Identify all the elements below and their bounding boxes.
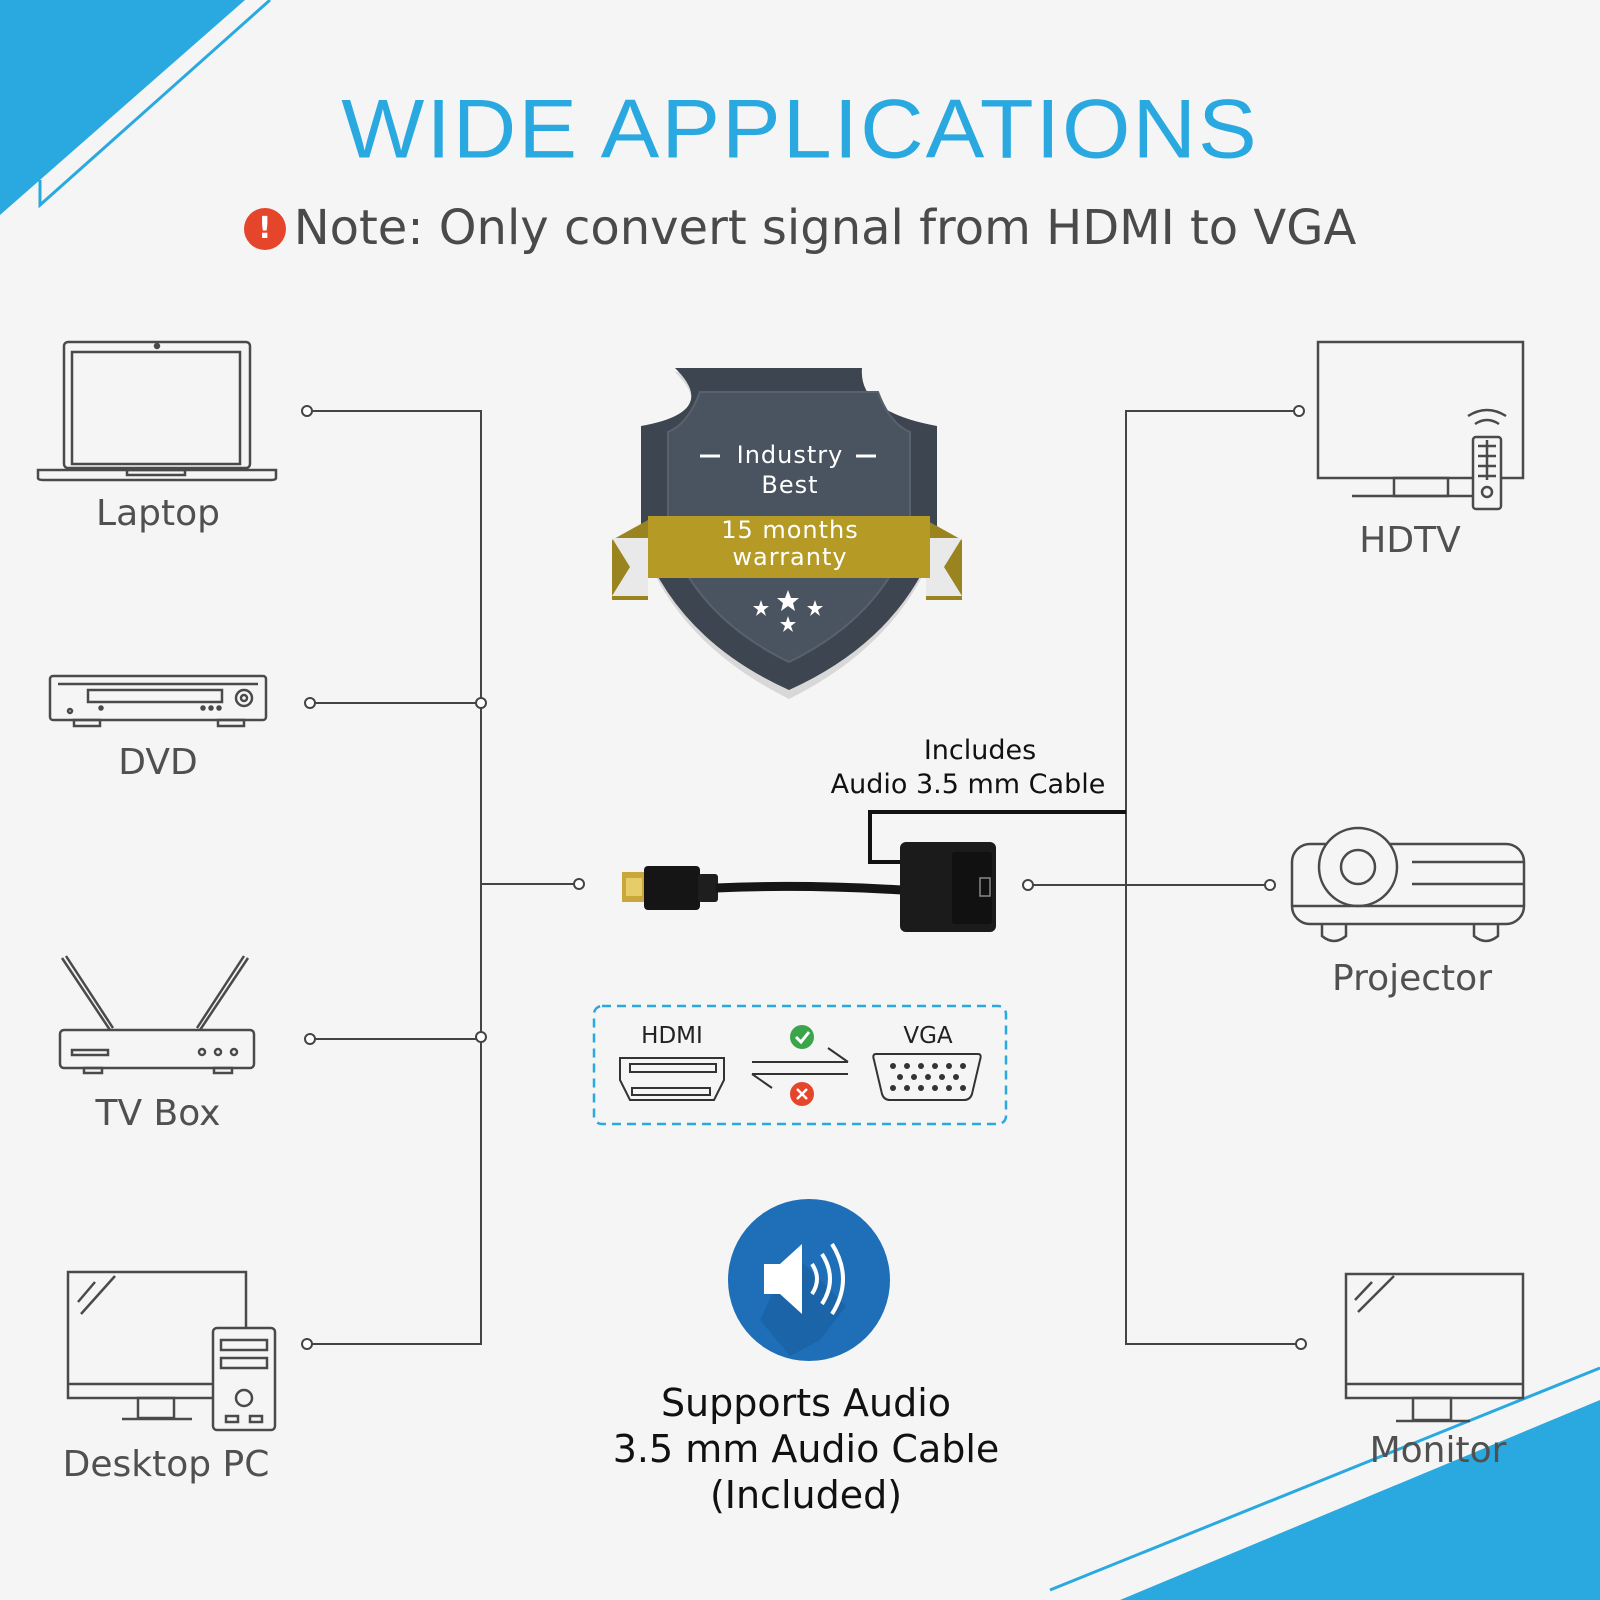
connector-nodes [301, 405, 1307, 1350]
device-label-desktop-pc: Desktop PC [62, 1444, 270, 1485]
tv-box-router-icon [58, 955, 256, 1075]
direction-arrows [751, 1047, 849, 1089]
device-label-laptop: Laptop [96, 493, 220, 534]
hdmi-port-icon [619, 1057, 725, 1101]
audio-line2: 3.5 mm Audio Cable [612, 1427, 1000, 1471]
hdtv-icon [1316, 340, 1525, 511]
ribbon-line-months: 15 months [721, 516, 859, 544]
speaker-icon [728, 1199, 890, 1361]
audio-line1: Supports Audio [660, 1381, 952, 1425]
device-label-projector: Projector [1332, 958, 1492, 999]
monitor-icon [1344, 1272, 1525, 1423]
badge-line-industry: Industry [736, 441, 844, 469]
desktop-pc-icon [66, 1270, 277, 1432]
signal-direction-box [592, 1004, 1008, 1126]
corner-decoration-bottom-right [1049, 1366, 1600, 1600]
badge-line-best: Best [761, 471, 819, 499]
cross-icon [790, 1082, 814, 1106]
device-label-monitor: Monitor [1369, 1430, 1507, 1471]
corner-decoration-top-left [0, 0, 271, 215]
note-text: Note: Only convert signal from HDMI to V… [293, 200, 1357, 256]
audio-cable-line [868, 810, 1126, 864]
vga-label: VGA [903, 1023, 953, 1049]
laptop-icon [36, 340, 278, 482]
page-title: WIDE APPLICATIONS [341, 81, 1259, 176]
device-label-tv-box: TV Box [95, 1093, 221, 1134]
cable-note-line1: Includes [923, 735, 1037, 766]
ribbon-line-warranty: warranty [732, 543, 848, 571]
audio-line3: (Included) [709, 1473, 903, 1517]
device-label-dvd: DVD [118, 742, 198, 783]
badge-stars [753, 590, 823, 632]
cable-note-line2: Audio 3.5 mm Cable [830, 769, 1106, 800]
vga-port-icon [872, 1053, 982, 1101]
exclamation-icon: ! [243, 208, 286, 250]
dvd-player-icon [48, 674, 268, 728]
hdmi-to-vga-adapter-image [622, 842, 996, 932]
check-icon [790, 1025, 814, 1049]
projector-icon [1290, 826, 1526, 943]
device-label-hdtv: HDTV [1359, 520, 1461, 561]
connector-lines [307, 410, 1299, 1345]
warranty-shield-badge [612, 368, 962, 699]
hdmi-label: HDMI [641, 1023, 703, 1049]
note-line: !Note: Only convert signal from HDMI to … [0, 200, 1600, 256]
